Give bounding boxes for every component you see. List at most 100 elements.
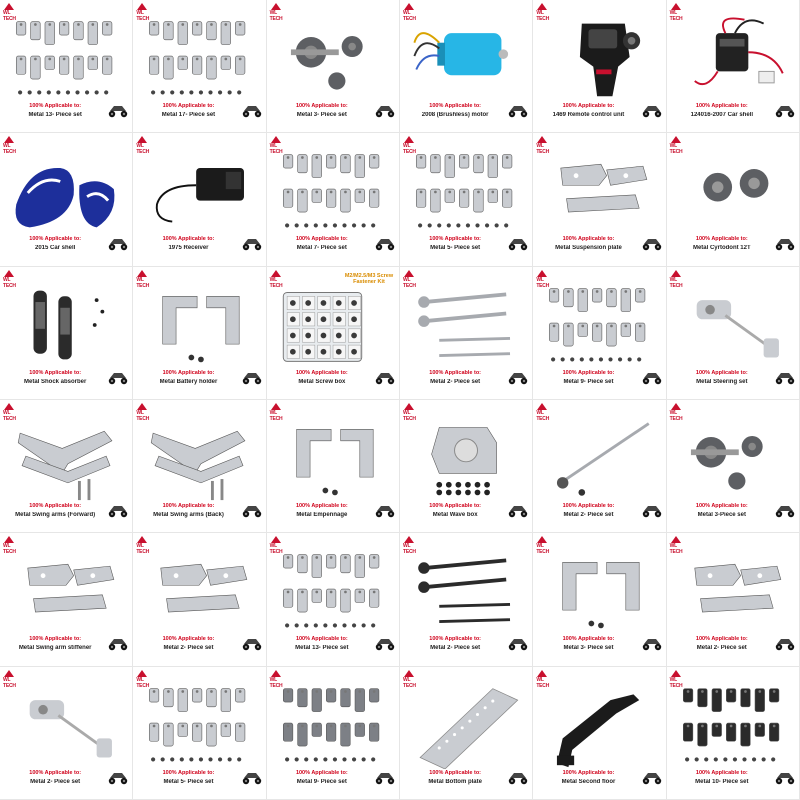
product-tile[interactable]: WL TECH 100% Applicable to:Metal 2- Piec… [399, 266, 534, 400]
plate-icon [160, 564, 248, 613]
product-tile[interactable]: WL TECH 100% Applicable to:Metal 2- Piec… [133, 533, 267, 667]
brand-logo-icon: WL TECH [536, 269, 549, 289]
rc-car-icon [509, 106, 528, 118]
product-tile[interactable]: WL TECH 100% Applicable to:Metal Bottom … [399, 666, 534, 800]
applicable-label: 100% Applicable to: [162, 236, 215, 243]
product-caption: Metal Cyrtodont 12T [692, 245, 751, 252]
product-caption: Metal Swing arms (Back) [153, 511, 224, 518]
applicable-label: 100% Applicable to: [29, 369, 82, 376]
product-tile[interactable]: WL TECH 100% Applicable to:2015 Car shel… [0, 133, 134, 267]
parts-set-icon [149, 688, 246, 762]
product-caption: 1469 Remote control unit [552, 112, 625, 118]
product-caption: Metal Suspension plate [555, 245, 622, 252]
rc-car-icon [775, 505, 795, 518]
shock-absorber-icon [33, 290, 105, 360]
product-tile[interactable]: WL TECH 100% Applicable to:Metal 3- Piec… [533, 533, 667, 667]
brand-logo-icon: WL TECH [136, 136, 149, 155]
applicable-label: 100% Applicable to: [295, 502, 348, 509]
product-tile[interactable]: WL TECH 100% Applicable to:Metal Second … [533, 666, 667, 800]
parts-set-icon [282, 688, 379, 762]
rc-car-icon [509, 372, 528, 384]
product-caption: Metal Swing arm stiffener [18, 645, 92, 652]
brand-logo-icon: WL TECH [536, 3, 549, 22]
product-tile[interactable]: WL TECH 100% Applicable to:Metal 3-Piece… [666, 399, 800, 534]
applicable-label: 100% Applicable to: [162, 369, 215, 376]
rc-car-icon [509, 505, 528, 518]
receiver-icon [156, 168, 245, 223]
product-caption: Metal Shock absorber [23, 378, 87, 385]
product-caption: Metal Steering set [696, 378, 748, 385]
product-tile[interactable]: WL TECH 100% Applicable to: Metal Cyrtodo… [666, 133, 800, 267]
product-tile[interactable]: WL TECH 100% Applicable to:Metal Wave bo… [399, 399, 534, 534]
product-tile[interactable]: WL TECH 100% Applicable to:Metal Swing a… [133, 399, 267, 534]
long-shaft-icon [557, 422, 650, 496]
product-tile[interactable]: WL TECH 100% Applicable to:Metal 3- Piec… [266, 0, 400, 134]
applicable-label: 100% Applicable to: [295, 369, 348, 376]
product-caption: Metal 17- Piece set [161, 112, 216, 118]
product-caption: Metal 2- Piece set [563, 511, 614, 518]
product-tile[interactable]: WL TECH 100% Applicable to:1469 Remote c… [533, 0, 667, 134]
product-caption: Metal 2- Piece set [30, 778, 81, 785]
product-tile[interactable]: WL TECH 100% Applicable to:124016-2007 C… [666, 0, 800, 134]
product-tile[interactable]: WL TECH 100% Applicable to:Metal Shock a… [0, 266, 134, 400]
rc-car-icon [509, 772, 528, 784]
parts-set-icon [15, 21, 113, 95]
product-caption: Metal 3-Piece set [697, 511, 746, 518]
product-tile[interactable]: WL TECH 100% Applicable to:Metal Battery… [133, 266, 267, 400]
product-tile[interactable]: WL TECH 100% Applicable to:Metal Empenna… [266, 399, 400, 534]
applicable-label: 100% Applicable to: [695, 103, 748, 109]
product-tile[interactable]: WL TECH 100% Applicable to:Metal 2- Piec… [399, 533, 534, 667]
product-tile[interactable]: WL TECH 100% Applicable to:2008 (Brushle… [399, 0, 534, 134]
product-caption: Metal 13- Piece set [28, 112, 82, 118]
brand-logo-icon: WL TECH [403, 536, 416, 555]
bracket-icon [162, 295, 240, 362]
differential-icon [690, 435, 763, 490]
plate-icon [694, 564, 781, 613]
car-shell-icon [15, 168, 115, 228]
rc-car-icon [642, 639, 661, 651]
drive-shaft-icon [418, 558, 511, 624]
brand-logo-icon: WL TECH [670, 136, 683, 155]
product-tile[interactable]: WL TECH 100% Applicable to:Metal Steerin… [666, 266, 800, 400]
product-caption: Metal 10- Piece set [695, 778, 749, 785]
applicable-label: 100% Applicable to: [29, 236, 82, 243]
product-caption: Metal Screw box [298, 378, 346, 385]
motor-icon [413, 32, 509, 76]
product-caption: Metal 2- Piece set [430, 645, 481, 652]
product-caption: Metal 9- Piece set [296, 778, 347, 785]
product-caption: Metal Swing arms (Forward) [15, 511, 96, 518]
rc-car-icon [242, 772, 261, 784]
rc-car-icon [375, 639, 395, 651]
brand-logo-icon: WL TECH [136, 269, 149, 289]
product-tile[interactable]: WL TECH 100% Applicable to:Metal 2- Piec… [0, 666, 134, 800]
product-tile[interactable]: WL TECH 100% Applicable to:Metal 2- Piec… [533, 399, 667, 534]
product-caption: 1975 Receiver [168, 245, 209, 252]
product-tile[interactable]: WL TECH 100% Applicable to: 1975 Receiver [133, 133, 267, 267]
product-tile[interactable]: WL TECH 100% Applicable to:Metal Swing a… [0, 533, 134, 667]
product-tile[interactable]: WL TECH 100% Applicable to:Metal 2- Piec… [666, 533, 800, 667]
applicable-label: 100% Applicable to: [29, 502, 82, 509]
applicable-label: 100% Applicable to: [695, 236, 748, 243]
second-floor-icon [557, 694, 640, 767]
applicable-label: 100% Applicable to: [162, 502, 215, 509]
product-tile[interactable]: WL TECH 100% Applicable to:Metal Swing a… [0, 399, 134, 534]
product-tile[interactable]: WL TECH 100% Applicable to:Metal Suspens… [533, 133, 667, 267]
brand-logo-icon: WL TECH [403, 402, 416, 422]
product-caption: Metal 5- Piece set [430, 245, 481, 252]
brand-logo-icon: WL TECH [670, 669, 683, 689]
product-caption: Metal 3- Piece set [296, 112, 347, 118]
parts-set-icon [415, 154, 513, 228]
applicable-label: 100% Applicable to: [29, 769, 82, 776]
rc-car-icon [509, 239, 528, 251]
brand-logo-icon: WL TECH [536, 536, 549, 555]
